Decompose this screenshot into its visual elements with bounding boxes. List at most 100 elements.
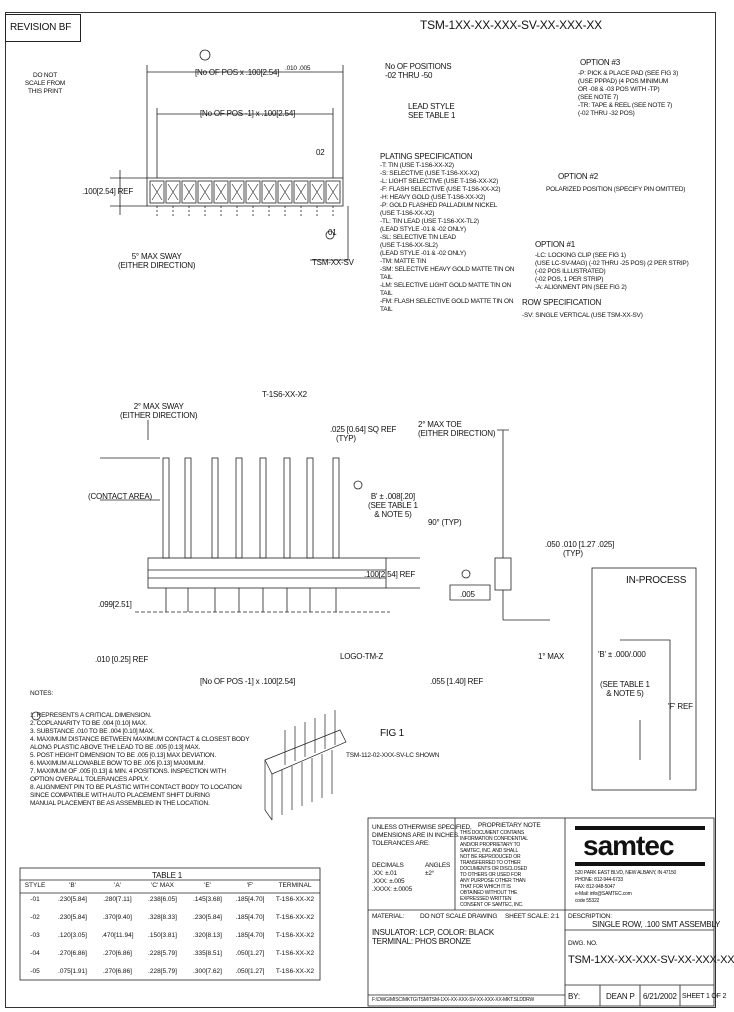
opt3-title: OPTION #3 (580, 58, 620, 67)
table-cell: T-1S6-XX-X2 (275, 932, 315, 939)
drawer-name: DEAN P (606, 992, 635, 1001)
do-not-scale: DO NOT SCALE DRAWING (420, 913, 498, 920)
terminal-label: T-1S6-XX-X2 (262, 390, 307, 399)
table-cell: .238[6.05] (148, 896, 177, 903)
file-path: F:\DWG\MISC\MKTG\TSM\TSM-1XX-XX-XXX-SV-X… (372, 997, 535, 1003)
notes-list: 1. REPRESENTS A CRITICAL DIMENSION. 2. C… (30, 712, 250, 807)
revision-box: REVISION BF (5, 14, 81, 42)
dwg-number: TSM-1XX-XX-XXX-SV-XX-XXX-XX (568, 954, 734, 966)
table-cell: .270[6.86] (58, 950, 87, 957)
table-header: STYLE (24, 882, 46, 889)
ref010-label: .010 [0.25] REF (95, 655, 149, 664)
lockheight-label: LOGO-TM-Z (340, 652, 384, 661)
row-ref-dim: .100[2.54] REF (82, 187, 134, 196)
tol50-note: .050 .010 [1.27 .025] (TYP) (545, 540, 615, 558)
table-cell: .370[9.40] (103, 914, 132, 921)
table-cell: -03 (30, 932, 40, 939)
notes-title: NOTES: (30, 690, 53, 697)
sheet-number: SHEET 1 OF 2 (682, 993, 727, 1000)
datum-label: .005 (460, 590, 475, 599)
sway2-note: 2° MAX SWAY (EITHER DIRECTION) (120, 402, 198, 420)
top-overall-dim: [No OF POS x .100[2.54] (195, 68, 280, 77)
table-cell: T-1S6-XX-X2 (275, 968, 315, 975)
table-cell: .145[3.68] (193, 896, 222, 903)
table-cell: .120[3.05] (58, 932, 87, 939)
table-cell: -02 (30, 914, 40, 921)
ref099-label: .099[2.51] (98, 600, 132, 609)
samtec-logo: samtec (575, 826, 705, 866)
opt2-text: POLARIZED POSITION (SPECIFY PIN OMITTED) (546, 186, 686, 193)
proprietary-title: PROPRIETARY NOTE (478, 822, 541, 829)
table-cell: .300[7.62] (193, 968, 222, 975)
table-header: 'E' (204, 882, 211, 889)
table-cell: .230[5.84] (193, 914, 222, 921)
fig1-caption: TSM-112-02-XXX-SV-LC SHOWN (346, 752, 440, 759)
table-cell: .050[1.27] (235, 950, 265, 957)
proprietary-text: THIS DOCUMENT CONTAINS INFORMATION CONFI… (460, 830, 528, 908)
contact-area-label: (CONTACT AREA) (88, 492, 153, 501)
bottom-pitch-dim: [No OF POS -1] x .100[2.54] (200, 677, 296, 686)
table-cell: .230[5.84] (58, 914, 87, 921)
table-cell: .270[6.86] (103, 968, 132, 975)
table-cell: .335[8.51] (193, 950, 222, 957)
table-header: 'C' MAX (150, 882, 175, 889)
top-tol: .010 .005 (285, 65, 311, 72)
iprocess-title: IN-PROCESS (626, 575, 687, 586)
table-cell: .320[8.13] (193, 932, 222, 939)
table-cell: .228[5.79] (148, 950, 177, 957)
table-header: 'F' (246, 882, 254, 889)
table-header: 'A' (114, 882, 121, 889)
table-cell: .185[4.70] (235, 914, 265, 921)
iprocess-note: (SEE TABLE 1 & NOTE 5) (600, 680, 650, 698)
iprocess-ref: 'F' REF (668, 702, 693, 711)
fig1-title: FIG 1 (380, 728, 405, 739)
table-cell: -01 (30, 896, 40, 903)
opt3-list: -P: PICK & PLACE PAD (SEE FIG 3) (USE PP… (578, 70, 679, 117)
table-title: TABLE 1 (152, 871, 183, 880)
top-part-number: TSM-1XX-XX-XXX-SV-XX-XXX-XX (420, 18, 602, 32)
b-dim-note: B' ± .008[.20] (SEE TABLE 1 & NOTE 5) (368, 492, 418, 519)
opt2-title: OPTION #2 (558, 172, 598, 181)
tsm-label: TSM-XX-SV (312, 258, 354, 267)
table-cell: .280[7.11] (103, 896, 132, 903)
top-pitch-dim: [No OF POS -1] x .100[2.54] (200, 109, 296, 118)
sheet-scale: SHEET SCALE: 2:1 (505, 913, 560, 920)
drawing-border (5, 12, 716, 1008)
by-label: BY: (568, 992, 580, 1001)
pitch-bot-dim: .055 [1.40] REF (430, 677, 484, 686)
do-not-scale-note: DO NOT SCALE FROM THIS PRINT (24, 72, 66, 95)
revision-label: REVISION BF (10, 22, 72, 33)
sway-note: 5° MAX SWAY (EITHER DIRECTION) (118, 252, 196, 270)
table-cell: -04 (30, 950, 40, 957)
table-header: TERMINAL (278, 882, 312, 889)
table-header: 'B' (69, 882, 76, 889)
angles-block: ANGLES ±2° (425, 862, 451, 877)
decimals-block: DECIMALS .XX: ±.01 .XXX: ±.005 .XXXX: ±.… (372, 862, 412, 893)
drawing-date: 6/21/2002 (643, 992, 677, 1001)
lead-style: LEAD STYLE SEE TABLE 1 (408, 102, 456, 120)
table-cell: T-1S6-XX-X2 (275, 950, 315, 957)
table-cell: .228[5.79] (148, 968, 177, 975)
table-cell: .230[5.84] (58, 896, 87, 903)
table-cell: .050[1.27] (235, 968, 265, 975)
table-cell: .185[4.70] (235, 932, 265, 939)
table-cell: .075[1.91] (58, 968, 87, 975)
toe-note: 2° MAX TOE (EITHER DIRECTION) (418, 420, 496, 438)
plating-title: PLATING SPECIFICATION (380, 152, 473, 161)
sq-ref-note: .025 [0.64] SQ REF (TYP) (330, 425, 397, 443)
opt1-list: -LC: LOCKING CLIP (SEE FIG 1) (USE LC-SV… (535, 252, 689, 291)
angle-label: 90° (TYP) (428, 518, 462, 527)
material-block: INSULATOR: LCP, COLOR: BLACK TERMINAL: P… (372, 928, 494, 946)
table-cell: T-1S6-XX-X2 (275, 896, 315, 903)
table-cell: .328[8.33] (148, 914, 177, 921)
table-cell: T-1S6-XX-X2 (275, 914, 315, 921)
table-cell: .185[4.70] (235, 896, 265, 903)
row-spec: -SV: SINGLE VERTICAL (USE TSM-XX-SV) (522, 312, 643, 319)
pos02-label: 02 (316, 148, 325, 157)
plating-list: -T: TIN (USE T-1S6-XX-X2) -S: SELECTIVE … (380, 162, 515, 313)
ref100-label: .100[2.54] REF (364, 570, 416, 579)
table-cell: -05 (30, 968, 40, 975)
dwg-title: DWG. NO. (568, 940, 598, 947)
desc-title: DESCRIPTION: (568, 913, 612, 920)
